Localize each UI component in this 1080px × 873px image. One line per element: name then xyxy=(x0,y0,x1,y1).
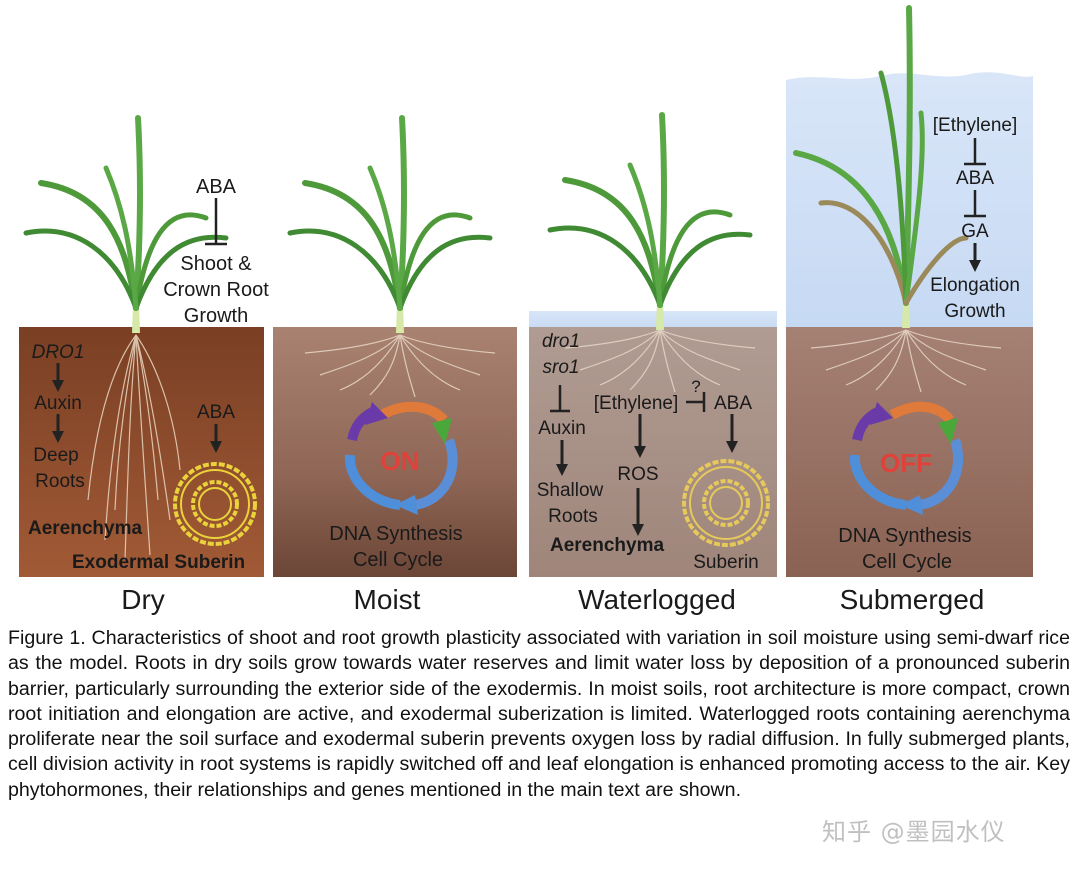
cell-cycle-label: Cell Cycle xyxy=(862,551,952,573)
shallow-roots-line1: Shallow xyxy=(537,480,604,501)
panel-dry: ABA Shoot & Crown Root Growth DRO1 Auxin… xyxy=(19,118,269,615)
aba-label: ABA xyxy=(956,168,994,189)
suberin-label: Suberin xyxy=(693,552,759,573)
aerenchyma-label: Aerenchyma xyxy=(28,518,142,539)
aerenchyma-label: Aerenchyma xyxy=(550,535,664,556)
ga-label: GA xyxy=(961,221,989,242)
deep-roots-line1: Deep xyxy=(33,445,78,466)
question-label: ? xyxy=(691,377,700,396)
elongation-line1: Elongation xyxy=(930,275,1020,296)
gene-sro1-label: sro1 xyxy=(543,357,580,378)
elongation-line2: Growth xyxy=(944,301,1005,322)
panel-waterlogged: dro1 sro1 Auxin Shallow Roots Aerenchyma… xyxy=(529,115,777,615)
growth-label-line2: Crown Root xyxy=(163,279,269,301)
suberin-rings-dry xyxy=(173,462,257,546)
panel-title-waterlogged: Waterlogged xyxy=(578,584,736,615)
ethylene-label: [Ethylene] xyxy=(594,393,679,414)
deep-roots-line2: Roots xyxy=(35,471,85,492)
dna-synthesis-label: DNA Synthesis xyxy=(329,523,462,545)
ros-label: ROS xyxy=(617,464,658,485)
dna-synthesis-label: DNA Synthesis xyxy=(838,525,971,547)
shallow-roots-line2: Roots xyxy=(548,506,598,527)
figure-illustration: ABA Shoot & Crown Root Growth DRO1 Auxin… xyxy=(19,5,1033,615)
auxin-label: Auxin xyxy=(538,418,586,439)
aba-label: ABA xyxy=(196,176,237,198)
panel-title-submerged: Submerged xyxy=(840,584,985,615)
gene-dro1-label: dro1 xyxy=(542,331,580,352)
cycle-state-off: OFF xyxy=(880,448,932,478)
panel-title-moist: Moist xyxy=(354,584,421,615)
aba-label: ABA xyxy=(714,393,752,414)
watermark: 知乎 @墨园水仪 xyxy=(822,818,1006,846)
cell-cycle-off xyxy=(849,401,964,510)
growth-label-line1: Shoot & xyxy=(180,253,252,275)
cycle-state-on: ON xyxy=(381,446,420,476)
aba-soil-label: ABA xyxy=(197,402,235,423)
panel-moist: ON DNA Synthesis Cell Cycle Moist xyxy=(273,118,517,615)
cell-cycle-label: Cell Cycle xyxy=(353,549,443,571)
panel-submerged: [Ethylene] ABA GA Elongation Growth OFF … xyxy=(786,5,1033,615)
auxin-label: Auxin xyxy=(34,393,82,414)
figure-caption: Figure 1. Characteristics of shoot and r… xyxy=(8,627,1070,801)
suberin-rings-waterlogged xyxy=(682,459,770,547)
growth-label-line3: Growth xyxy=(184,305,248,327)
gene-label: DRO1 xyxy=(32,342,85,363)
exodermal-suberin-label: Exodermal Suberin xyxy=(72,552,245,573)
panel-title-dry: Dry xyxy=(121,584,165,615)
ethylene-label: [Ethylene] xyxy=(933,115,1018,136)
